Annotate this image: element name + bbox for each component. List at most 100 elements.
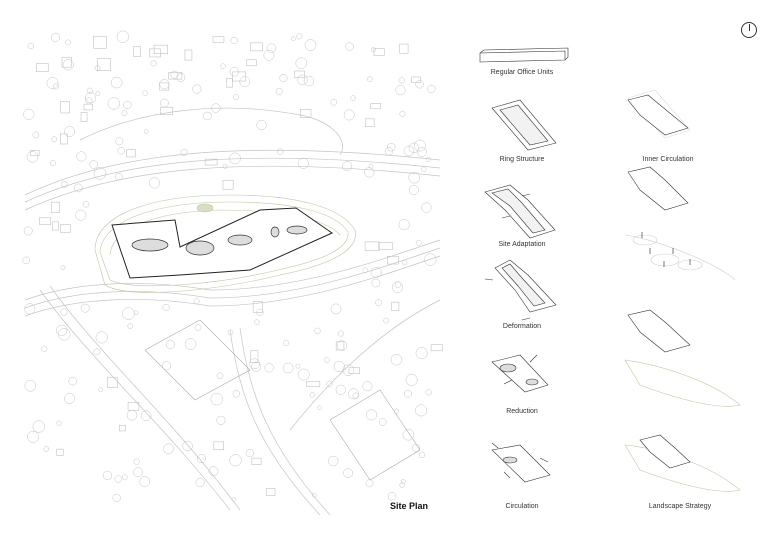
context-tree [216,372,224,380]
context-tree [330,99,338,106]
context-tree [398,219,410,231]
context-tree [117,147,125,155]
context-tree [233,94,240,101]
context-tree [424,253,437,266]
context-tree [86,87,93,94]
context-tree [343,109,355,121]
context-tree [93,167,107,180]
north-arrow-icon [741,22,757,38]
context-tree [82,201,90,208]
context-tree [290,36,296,41]
context-tree [398,77,405,84]
context-tree [64,393,75,404]
context-tree [43,446,50,452]
context-tree [345,42,354,51]
road-line [79,107,343,156]
context-tree [408,184,419,195]
context-building [168,72,183,80]
context-tree [216,415,226,425]
context-tree [93,348,101,356]
context-tree [375,299,382,307]
road-line [24,149,441,196]
context-tree [399,110,406,117]
courtyard [270,226,280,238]
context-tree [362,381,373,392]
context-tree [370,47,376,53]
context-tree [162,303,170,312]
context-tree [180,148,188,156]
courtyard [286,225,308,235]
context-building [411,76,421,83]
context-building [378,242,393,251]
building-footprint [111,207,334,279]
context-tree [266,43,277,53]
context-tree [254,319,260,325]
large-block [144,319,421,481]
ring-structure-diagram [491,99,557,151]
context-building [300,108,312,118]
context-tree [159,79,170,90]
courtyard [227,234,253,246]
context-tree [420,166,427,172]
label-regular-office-units: Regular Office Units [490,69,554,76]
context-tree [282,362,294,374]
context-tree [192,84,202,94]
label-landscape-strategy: Landscape Strategy [648,503,712,510]
context-building [52,221,59,231]
road-line [239,327,331,516]
context-building [51,201,60,213]
context-tree [76,151,87,162]
context-building [212,36,225,43]
context-tree [328,455,339,467]
context-tree [58,328,71,341]
reduction-diagram [491,354,549,393]
context-tree [148,177,161,189]
context-tree [115,137,124,146]
roads [24,107,441,516]
context-building [265,488,276,496]
context-tree [24,380,36,392]
context-tree [364,167,375,178]
context-tree [408,171,420,184]
context-tree [27,42,34,50]
context-tree [74,183,83,193]
context-tree [89,160,98,169]
context-building [60,101,70,114]
context-tree [366,409,377,421]
context-building [294,70,305,78]
context-building [364,241,380,252]
context-tree [399,482,405,488]
context-tree [415,404,428,417]
context-building [60,133,68,145]
context-tree [98,387,104,392]
site-adaptation-diagram [484,184,556,239]
context-building [430,344,443,352]
label-deformation: Deformation [502,323,542,330]
context-tree [32,420,45,433]
context-tree [194,324,202,331]
context-tree [160,98,169,108]
courtyard [185,240,215,256]
context-tree [390,353,403,366]
context-tree [352,392,359,399]
context-building [226,78,233,88]
context-tree [133,458,140,465]
context-building [250,350,259,363]
context-tree [102,470,113,481]
context-tree [53,83,60,90]
context-tree [232,390,241,398]
context-building [96,58,112,71]
context-tree [343,468,354,478]
context-tree [60,308,68,316]
context-tree [421,202,432,213]
context-building [127,401,140,411]
context-tree [23,108,35,120]
context-tree [370,266,382,278]
context-tree [196,454,206,464]
context-tree [126,410,138,421]
context-tree [405,373,418,386]
road-line [24,255,441,317]
context-tree [49,160,56,167]
context-tree [383,317,389,324]
context-tree [133,467,143,478]
